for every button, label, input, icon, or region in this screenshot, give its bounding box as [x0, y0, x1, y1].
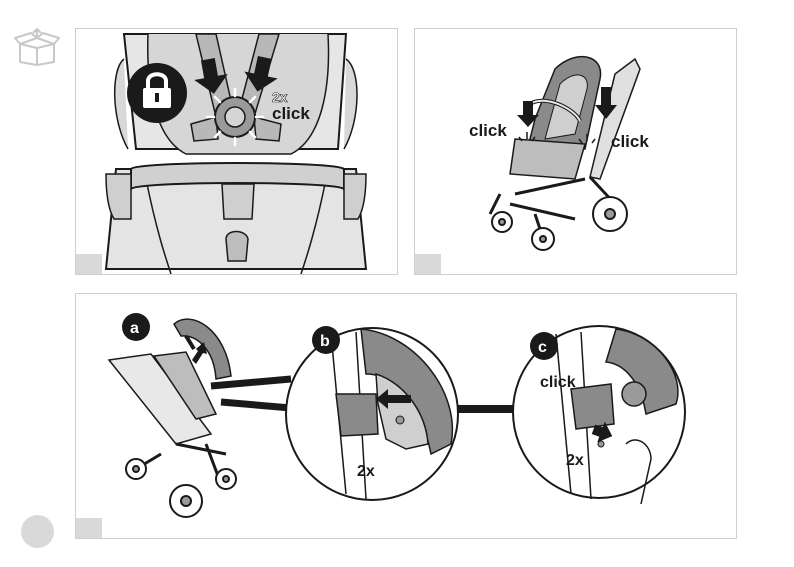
click-label-right: click	[611, 132, 649, 151]
c-click-label: click	[540, 374, 576, 391]
step-b-label: b	[320, 333, 330, 350]
stroller-seat-illustration: click click	[415, 29, 736, 274]
b-count-label: 2x	[357, 463, 375, 480]
corner-tab	[76, 518, 102, 538]
panel-seat-attach: click click	[414, 28, 737, 275]
canopy-illustration: a b 2x c click 2x	[76, 294, 736, 538]
corner-tab	[415, 254, 441, 274]
open-box-icon	[14, 28, 60, 66]
harness-illustration: 2x click	[76, 29, 397, 274]
step-a-label: a	[130, 320, 139, 337]
page-marker-circle	[21, 515, 54, 548]
padlock-icon	[127, 63, 187, 123]
count-label: 2x	[272, 89, 288, 105]
c-count-label: 2x	[566, 452, 584, 469]
corner-tab	[76, 254, 102, 274]
panel-canopy-attach: a b 2x c click 2x	[75, 293, 737, 539]
click-label: click	[272, 104, 310, 123]
step-c-label: c	[538, 339, 547, 356]
panel-harness-buckle: 2x click	[75, 28, 398, 275]
click-label-left: click	[469, 121, 507, 140]
stroller-overview	[109, 319, 236, 517]
